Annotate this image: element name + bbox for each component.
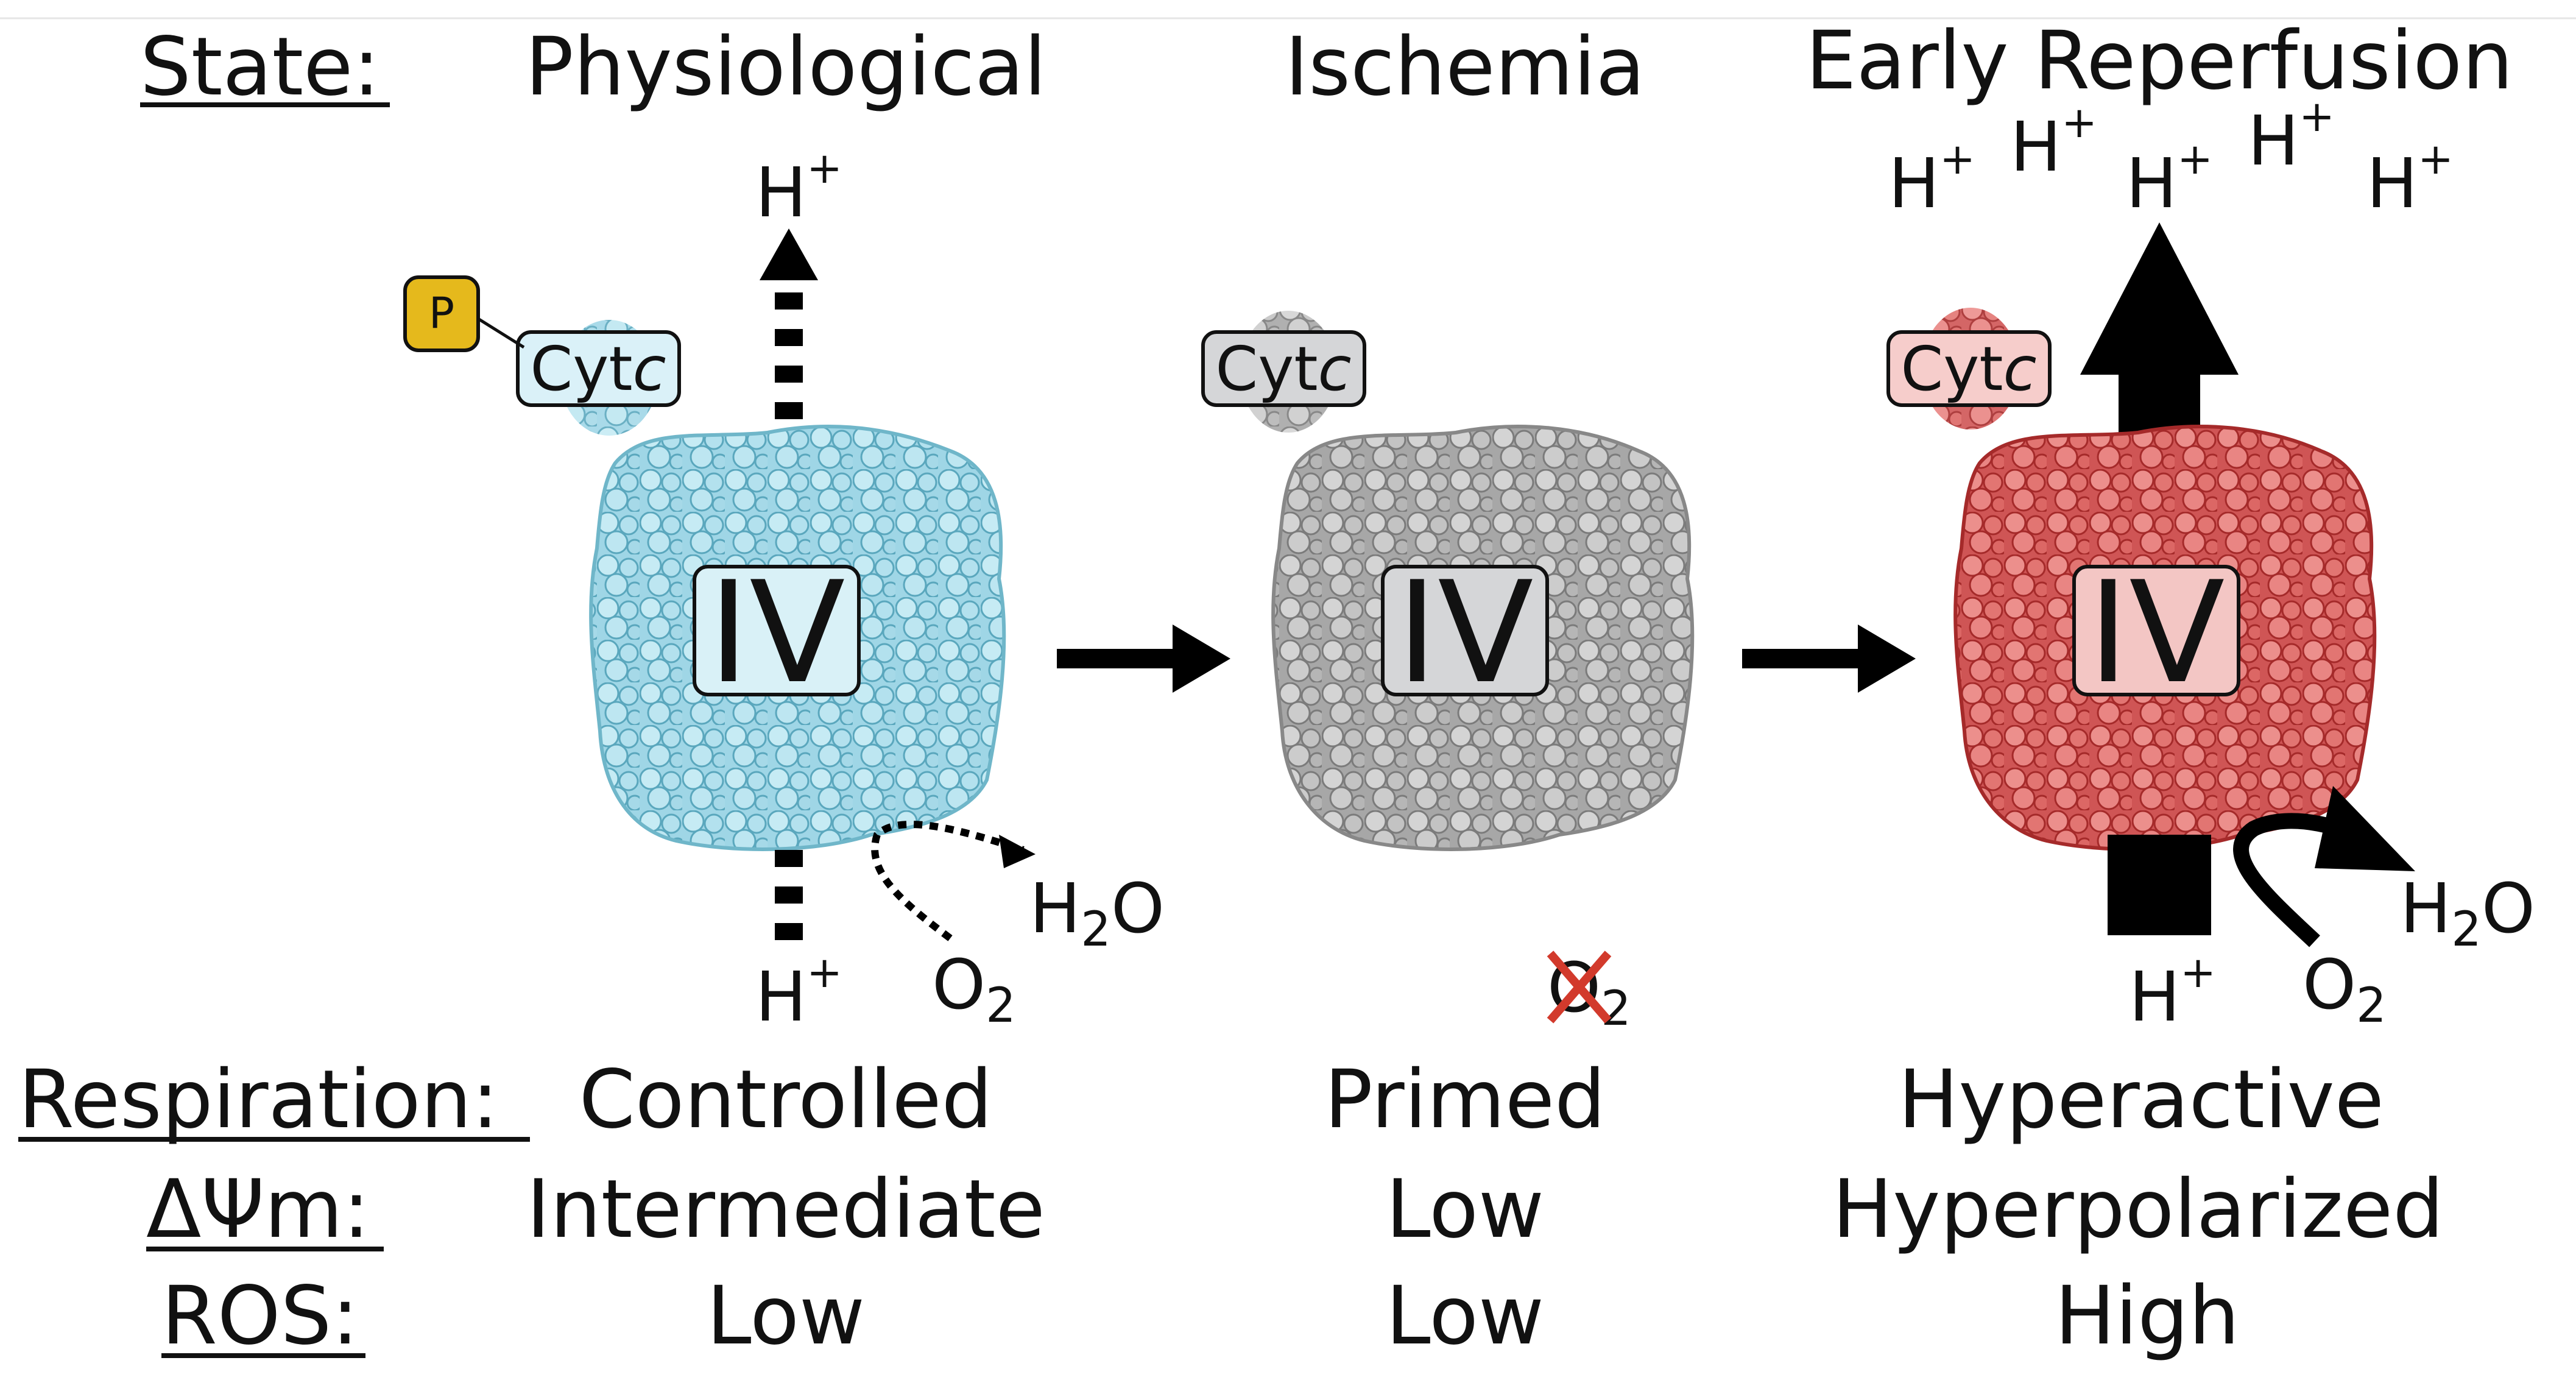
transition-arrow-2 <box>1742 625 1916 693</box>
respiration-reperfusion: Hyperactive <box>1898 1053 2384 1147</box>
complex-iv-label: IV <box>708 552 845 715</box>
respiration-ischemia: Primed <box>1324 1053 1606 1147</box>
phospho-link <box>474 315 525 349</box>
dotted-arrow-head <box>999 835 1036 868</box>
delta-psi-m-reperfusion: Hyperpolarized <box>1832 1162 2444 1256</box>
state-physiological-title: Physiological <box>525 20 1046 114</box>
proton-cluster-4: H+ <box>2248 91 2335 181</box>
respiration-physiological: Controlled <box>579 1053 993 1147</box>
solid-reaction-arrow-head <box>2315 786 2415 871</box>
complex-iv-label-box <box>693 565 861 696</box>
proton-bottom-label-red: H+ <box>2129 947 2216 1037</box>
proton-thick-arrow-head <box>2080 222 2239 375</box>
complex-iv-label-gray: IV <box>1396 552 1533 715</box>
proton-thick-arrow-shaft-bottom <box>2108 835 2211 935</box>
proton-dashed-arrow-up <box>775 292 803 419</box>
delta-psi-m-label: ΔΨm: <box>146 1162 370 1256</box>
oxygen-absent-x-mark <box>1547 950 1612 1024</box>
oxygen-label-red: O2 <box>2303 946 2387 1033</box>
ros-ischemia: Low <box>1386 1269 1544 1363</box>
oxygen-label: O2 <box>932 946 1016 1033</box>
cyt-c-label-red: Cytc <box>1900 333 2036 405</box>
ros-label: ROS: <box>161 1269 359 1363</box>
proton-cluster-1: H+ <box>1888 134 1975 224</box>
cyt-c-label-box-red <box>1886 330 2052 407</box>
dotted-reaction-arrow <box>871 821 1025 941</box>
physiological-panel: H+ IV Cytc P H+ <box>403 143 1165 1037</box>
proton-bottom-label: H+ <box>755 947 842 1037</box>
cyt-c-label-box-gray <box>1201 330 1366 407</box>
proton-cluster-2: H+ <box>2010 97 2097 187</box>
transition-arrow-1 <box>1057 625 1230 693</box>
proton-top-label: H+ <box>755 143 842 233</box>
ros-reperfusion: High <box>2055 1269 2239 1363</box>
water-label: H2O <box>1029 869 1165 957</box>
ros-physiological: Low <box>707 1269 865 1363</box>
complex-iv-label-box-gray <box>1381 565 1549 696</box>
phosphate-label: P <box>429 288 454 338</box>
proton-cluster-5: H+ <box>2366 134 2454 224</box>
proton-dashed-bottom <box>775 850 803 940</box>
delta-psi-m-physiological: Intermediate <box>526 1162 1045 1256</box>
reperfusion-panel: H+ H+ H+ H+ H+ IV Cytc H+ H2O O2 <box>1886 91 2535 1037</box>
complex-iv-label-box-red <box>2072 565 2240 696</box>
cyt-c-label-box <box>516 330 681 407</box>
complex-iv-label-red: IV <box>2087 552 2225 715</box>
proton-arrow-head-up <box>760 228 818 280</box>
cyt-c-label-gray: Cytc <box>1215 333 1351 405</box>
proton-cluster-3: H+ <box>2126 134 2213 224</box>
delta-psi-m-ischemia: Low <box>1386 1162 1544 1256</box>
phosphate-badge <box>403 275 480 352</box>
respiration-label: Respiration: <box>18 1053 499 1147</box>
state-label: State: <box>140 20 380 114</box>
water-label-red: H2O <box>2400 869 2535 957</box>
cyt-c-label: Cytc <box>530 333 666 405</box>
ischemia-panel: IV Cytc O2 <box>1201 311 1695 1036</box>
state-reperfusion-title: Early Reperfusion <box>1805 14 2513 108</box>
state-ischemia-title: Ischemia <box>1285 20 1645 114</box>
